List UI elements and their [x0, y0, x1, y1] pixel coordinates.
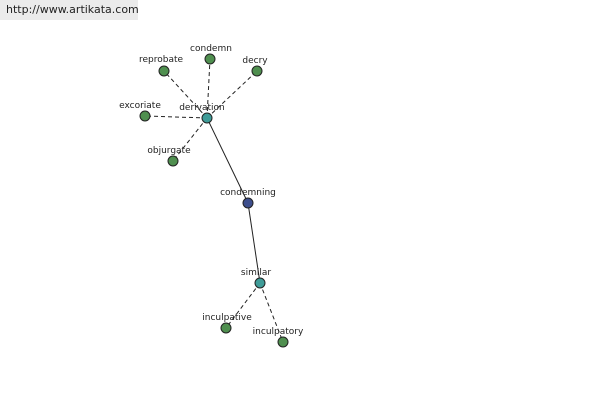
label-decry[interactable]: decry [242, 56, 268, 66]
url-text[interactable]: http://www.artikata.com [6, 3, 139, 16]
label-inculpatory[interactable]: inculpatory [253, 327, 304, 337]
label-objurgate[interactable]: objurgate [147, 146, 191, 156]
node-derivation[interactable] [201, 112, 213, 124]
edge-derivation-condemning [206, 117, 249, 204]
label-similar[interactable]: similar [241, 268, 271, 278]
node-condemn[interactable] [204, 53, 216, 65]
edge-similar-inculpative [225, 282, 261, 329]
edge-similar-inculpatory [259, 282, 284, 343]
node-excoriate[interactable] [139, 110, 151, 122]
edge-derivation-excoriate [144, 115, 208, 119]
node-objurgate[interactable] [167, 155, 179, 167]
edge-condemning-similar [247, 202, 261, 284]
label-excoriate[interactable]: excoriate [119, 101, 161, 111]
label-reprobate[interactable]: reprobate [139, 55, 184, 65]
node-reprobate[interactable] [158, 65, 170, 77]
edge-derivation-condemn [206, 58, 211, 119]
label-condemning[interactable]: condemning [220, 188, 276, 198]
url-banner: http://www.artikata.com [0, 0, 139, 20]
edge-derivation-objurgate [172, 117, 208, 162]
label-inculpative[interactable]: inculpative [202, 313, 252, 323]
node-inculpatory[interactable] [277, 336, 289, 348]
node-inculpative[interactable] [220, 322, 232, 334]
label-derivation[interactable]: derivation [179, 103, 225, 113]
node-condemning[interactable] [242, 197, 254, 209]
edge-derivation-reprobate [163, 70, 208, 119]
label-condemn[interactable]: condemn [190, 44, 232, 54]
node-decry[interactable] [251, 65, 263, 77]
node-similar[interactable] [254, 277, 266, 289]
edge-derivation-decry [206, 70, 258, 119]
